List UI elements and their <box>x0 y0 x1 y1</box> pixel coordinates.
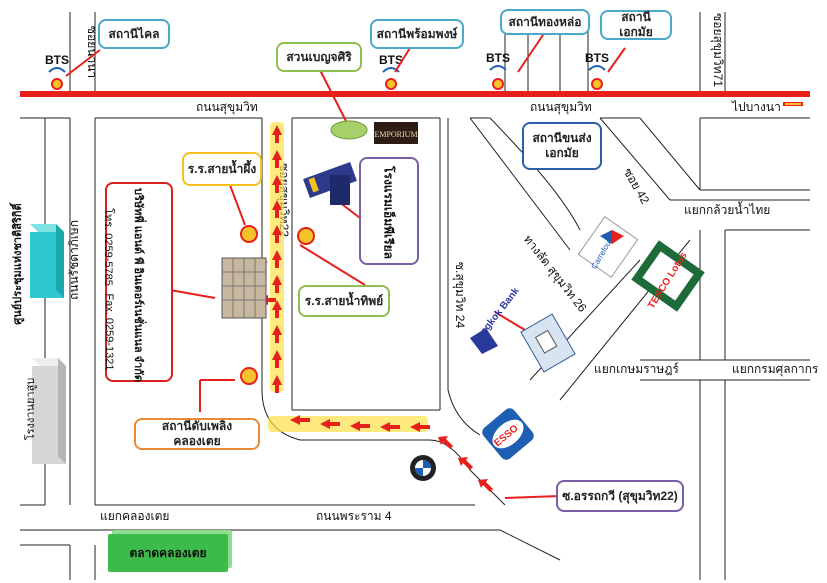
road-label-sukhumvit-right: ถนนสุขุมวิท <box>530 100 592 115</box>
road-label-ratchadaphisek: ถนนรัชดาภิเษก <box>67 220 81 300</box>
road-label-to-bangna: ไปบางนา <box>731 100 781 114</box>
office-building-icon <box>221 257 267 319</box>
route-arrows <box>248 122 493 492</box>
bmw-logo <box>410 455 436 481</box>
bangkok-bank-label: Bangkok Bank <box>470 285 522 347</box>
road-label-rama4: ถนนพระราม 4 <box>316 509 392 523</box>
road-label-sukhumvit-26: ทางลัด สุขุมวิท 26 <box>520 232 590 315</box>
bts-marker-thong-lo: BTS <box>486 51 510 90</box>
tobacco-factory-label: โรงงานยาสูบ <box>25 377 37 441</box>
bts-station-khlai-callout: สถานีไคล <box>98 19 170 49</box>
junction-kluay-nam-thai: แยกกล้วยน้ำไทย <box>684 201 770 217</box>
bts-label: BTS <box>585 51 609 65</box>
road-label-nana: ซอยนานา <box>85 26 99 78</box>
fire-station-callout: สถานีดับเพลิงคลองเตย <box>134 418 260 450</box>
bts-station-thong-lo-callout: สถานีทองหล่อ <box>500 9 590 35</box>
park-icon <box>330 120 368 140</box>
bts-label: BTS <box>45 53 69 67</box>
bts-station-ekkamai-callout: สถานีเอกมัย <box>600 10 672 40</box>
company-callout <box>105 182 173 382</box>
esso-logo <box>482 408 534 460</box>
school-2-callout: ร.ร.สายน้ำทิพย์ <box>298 285 390 317</box>
emporium-logo-text: EMPORIUM <box>374 130 417 139</box>
streets <box>20 117 810 580</box>
school-1-callout: ร.ร.สายน้ำผึ้ง <box>182 152 262 186</box>
junction-krom-sungkakon: แยกกรมศุลกากร <box>732 362 819 377</box>
hotel-building-icon <box>303 162 357 205</box>
company-name: บริษัทพี่ แอนด์ พี อินเตอร์เนชั่นแนล จำก… <box>132 188 144 383</box>
bts-label: BTS <box>379 53 403 67</box>
bts-label: BTS <box>486 51 510 65</box>
junction-kasem-rat: แยกเกษมราษฎร์ <box>594 362 679 376</box>
school-dot-1 <box>240 225 258 243</box>
road-label-sukhumvit-left: ถนนสุขุมวิท <box>196 100 258 115</box>
soi-arakhawi-callout: ซ.อรรถกวี (สุขุมวิท22) <box>556 480 684 512</box>
bts-line <box>20 91 810 97</box>
road-label-sukhumvit-71: ซอยสุขุมวิท71 <box>710 13 725 87</box>
road-label-sukhumvit-24: ซ.สุขุมวิท 24 <box>452 262 467 329</box>
bts-marker-phrom-phong: BTS <box>379 53 403 90</box>
bts-marker-ekkamai: BTS <box>585 51 609 90</box>
ekkamai-bus-terminal-callout: สถานีขนส่งเอกมัย <box>522 122 602 170</box>
benjasiri-park-callout: สวนเบญจศิริ <box>276 42 362 72</box>
hotel-label: โรงแรมเอ็มพีเรียล <box>381 166 396 259</box>
school-dot-2 <box>297 227 315 245</box>
emporium-logo <box>374 122 418 144</box>
tesco-lotus-logo <box>631 240 705 312</box>
qsncc-label: ศูนย์ประชุมแห่งชาติสิริกิติ์ <box>12 203 24 325</box>
fire-station-dot <box>240 367 258 385</box>
junction-klong-toei: แยกคลองเตย <box>100 509 169 523</box>
company-fax: Fax. 0259-1321 <box>103 293 115 371</box>
qsncc-building-icon <box>30 224 64 298</box>
klong-toei-market-label: ตลาดคลองเตย <box>108 534 228 572</box>
bts-station-phrom-phong-callout: สถานีพร้อมพงษ์ <box>370 19 464 49</box>
carrefour-logo <box>577 215 639 279</box>
road-label-soi-42: ซอย 42 <box>621 166 653 207</box>
bts-marker-khlai: BTS <box>45 53 69 90</box>
bangkok-bank-icon <box>470 313 576 373</box>
tobacco-factory-icon <box>32 358 66 464</box>
hotel-callout <box>359 157 419 265</box>
